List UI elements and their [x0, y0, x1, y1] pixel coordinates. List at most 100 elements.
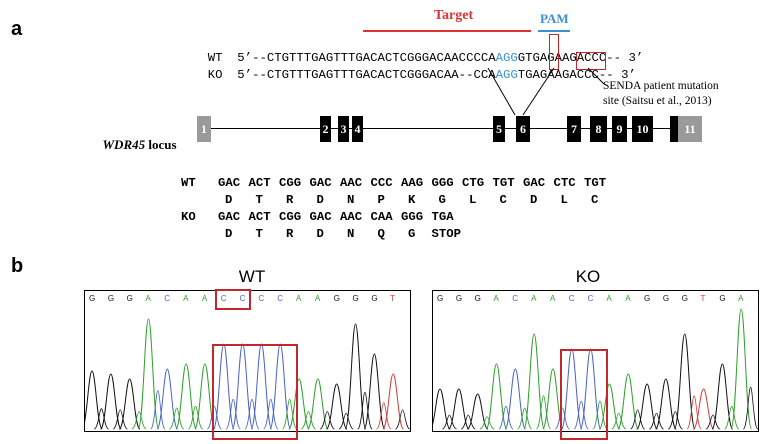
base-call: G [719, 294, 726, 303]
amino-acid-cell: D [316, 193, 324, 207]
base-call: A [549, 294, 556, 303]
codon-cell: AAG [401, 176, 424, 190]
amino-acid-cell: L [560, 193, 568, 207]
wt-3prime: 3’ [628, 51, 644, 65]
codon-cell: GAC [309, 210, 332, 224]
base-call: G [437, 294, 444, 303]
wt-pam: AGG [495, 51, 518, 65]
trace-shoulder [686, 395, 702, 430]
trace-shoulder [376, 402, 392, 430]
base-call: A [493, 294, 499, 303]
trace-peak [655, 378, 677, 430]
trace-peak [617, 373, 640, 430]
ko-trace-title: KO [575, 267, 601, 286]
trace-shoulder [630, 409, 646, 430]
base-call: G [455, 294, 463, 303]
ko-trace-plot [433, 308, 758, 430]
base-call: A [183, 294, 189, 303]
exon-9: 9 [612, 116, 627, 142]
trace-peak [99, 373, 122, 430]
trace-peak [504, 368, 527, 430]
trace-shoulder [649, 412, 664, 430]
amino-acid-cell: STOP [431, 227, 462, 241]
amino-acid-cell: L [469, 193, 477, 207]
zoom-connector-lines [487, 67, 605, 116]
trace-shoulder [742, 386, 758, 430]
exon-2: 2 [320, 116, 331, 142]
codon-cell: GGG [431, 176, 454, 190]
ko-tag: KO [207, 68, 223, 82]
trace-shoulder [498, 405, 514, 430]
trace-peak [711, 363, 734, 430]
wt-tag: WT [207, 51, 223, 65]
base-call: A [531, 294, 537, 303]
base-call: A [738, 294, 744, 303]
pam-bar [538, 30, 570, 32]
trace-shoulder [479, 416, 495, 430]
codon-cell: AAC [340, 210, 363, 224]
wt-sequence-row: WT 5’--CTGTTTGAGTTTGACACTCGGGACAACCCCAAG… [193, 37, 643, 65]
trace-shoulder [705, 414, 721, 430]
codon-cell: TGT [492, 176, 515, 190]
target-label: Target [434, 8, 474, 23]
base-call: G [333, 294, 340, 303]
trace-shoulder [535, 395, 552, 430]
trace-shoulder [319, 411, 335, 430]
trace-shoulder [724, 405, 740, 430]
trace-shoulder [150, 390, 166, 430]
trace-shoulder [338, 412, 354, 430]
base-call: G [662, 294, 670, 303]
codon-cell: GGG [401, 210, 424, 224]
trace-shoulder [667, 411, 683, 430]
amino-acid-cell: G [408, 227, 416, 241]
amino-acid-cell: T [255, 193, 263, 207]
codon-cell: CTC [553, 176, 576, 190]
amino-acid-cell: P [377, 193, 385, 207]
trace-shoulder [442, 414, 457, 430]
base-call: A [296, 294, 302, 303]
base-call: A [314, 294, 321, 303]
mutation-note-line1: SENDA patient mutation [603, 80, 719, 92]
amino-acid-cell: D [225, 193, 233, 207]
codon-row-tag: WT [181, 176, 196, 190]
panel-label-b: b [11, 255, 24, 277]
base-call: C [568, 294, 575, 303]
pam-g-highlight-box [549, 34, 559, 70]
trace-peak [382, 373, 405, 430]
base-call: C [277, 294, 284, 303]
trace-shoulder [93, 408, 109, 430]
base-call: G [89, 294, 96, 303]
base-call: G [644, 294, 651, 303]
codon-cell: GAC [218, 176, 241, 190]
amino-acid-cell: K [408, 193, 416, 207]
pam-label: PAM [540, 11, 569, 26]
trace-peak [466, 393, 489, 430]
codon-cell: TGT [584, 176, 607, 190]
amino-acid-cell: C [591, 193, 599, 207]
trace-peak [636, 383, 658, 430]
trace-shoulder [244, 398, 260, 430]
trace-peak [363, 353, 386, 430]
trace-shoulder [225, 398, 241, 430]
locus-word: locus [145, 137, 177, 152]
trace-peak [344, 323, 367, 430]
trace-peak [523, 333, 545, 430]
trace-shoulder [395, 409, 410, 430]
exon-5: 5 [493, 116, 505, 142]
trace-peak [156, 368, 179, 430]
mutation-note-line2: site (Saitsu et al., 2013) [603, 95, 712, 107]
base-call: C [512, 294, 519, 303]
trace-peak [485, 363, 508, 430]
codon-cell: CAA [370, 210, 393, 224]
trace-peak [194, 363, 216, 430]
ko-peaks-highlight-box [560, 349, 608, 440]
locus-line [210, 128, 680, 129]
ko-pam: AGG [495, 68, 518, 82]
base-call: A [606, 294, 612, 303]
trace-peak [447, 388, 470, 430]
trace-shoulder [611, 412, 627, 430]
trace-peak [673, 333, 696, 430]
base-call: G [681, 294, 688, 303]
ko-seq-right: GAAGACCC-- [539, 68, 614, 82]
